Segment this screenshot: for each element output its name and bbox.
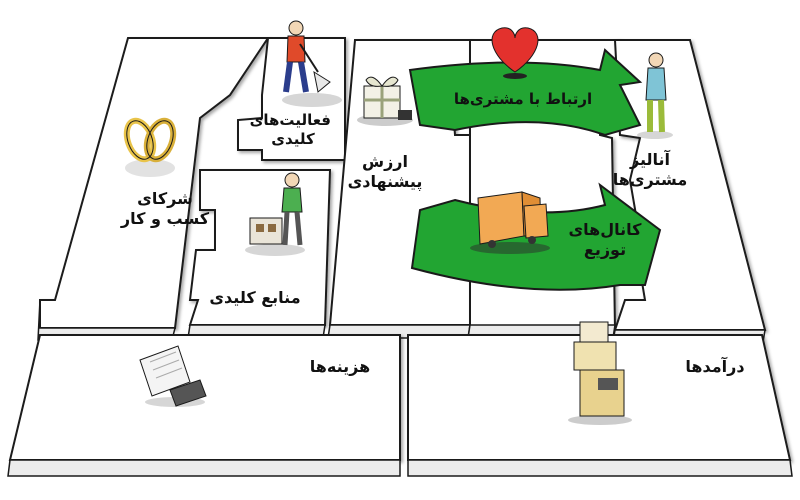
customer-segments-line2: مشتری‌ها [612,170,688,189]
revenue-streams-label: درآمدها [685,357,745,376]
customer-relationships-arrow [408,48,643,137]
truck-icon [470,191,550,254]
key-partners-line2: کسب و کار [120,209,210,228]
value-propositions-label: ارزش پیشنهادی [340,152,430,192]
key-partners-block [37,37,270,341]
customer-relationships-label: ارتباط با مشتری‌ها [453,90,593,108]
value-propositions-line1: ارزش [362,152,408,171]
channels-line2: توزیع [583,240,627,259]
key-partners-label: شرکای کسب و کار [110,189,220,229]
heart-icon [491,27,539,79]
gift-box-icon [357,76,413,126]
key-partners-line1: شرکای [137,189,193,208]
standing-person-icon [637,52,673,139]
cost-structure-label: هزینه‌ها [309,357,371,376]
receipt-icon [139,345,207,407]
key-activities-line1: فعالیت‌های [249,111,331,129]
channels-line1: کانال‌های [568,220,642,239]
customer-segments-label: آنالیز مشتری‌ها [610,150,690,190]
customer-segments-line1: آنالیز [630,150,670,169]
customer-segments-block [612,39,767,343]
cash-register-icon [568,321,632,425]
cost-structure-block [7,334,401,477]
value-propositions-line2: پیشنهادی [347,172,423,191]
person-with-machine-icon [245,172,305,256]
key-resources-label: منابع کلیدی [209,288,301,307]
channels-label: کانال‌های توزیع [555,220,655,260]
digging-person-icon [282,20,342,107]
key-activities-label: فعالیت‌های کلیدی [249,111,331,149]
rings-icon [123,117,177,177]
key-activities-line2: کلیدی [271,130,315,148]
